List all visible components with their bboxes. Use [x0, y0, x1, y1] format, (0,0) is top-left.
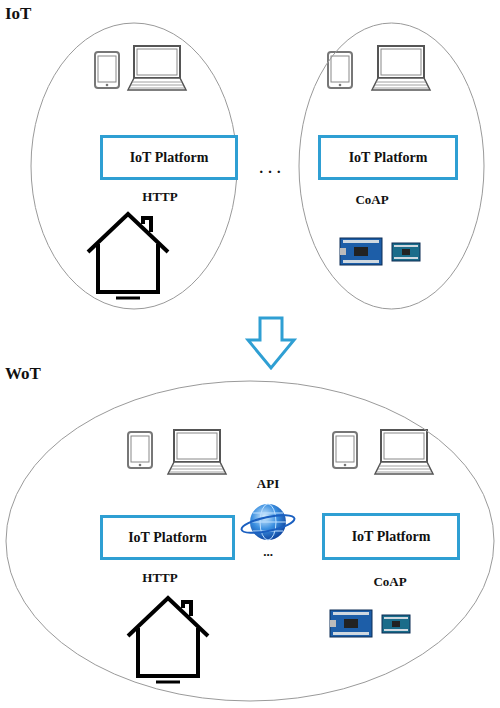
platform-box: IoT Platform	[322, 513, 460, 560]
laptop-icon	[168, 430, 226, 474]
board-icon	[330, 610, 410, 637]
network-ellipse: HTTP IoT Platform	[30, 22, 238, 310]
laptop-icon	[128, 46, 186, 90]
board-icon	[340, 238, 420, 265]
house-icon	[88, 214, 168, 298]
platform-label: IoT Platform	[349, 150, 428, 166]
house-icon	[128, 598, 208, 682]
laptop-icon	[372, 46, 430, 90]
platform-box: IoT Platform	[100, 135, 238, 180]
protocol-label: API	[257, 476, 279, 492]
platform-label: IoT Platform	[352, 529, 431, 545]
protocol-label: ...	[263, 544, 273, 560]
tablet-icon	[333, 432, 357, 468]
protocol-label: CoAP	[373, 574, 406, 590]
ellipsis-dots: · · ·	[259, 164, 282, 181]
laptop-icon	[375, 430, 433, 474]
transition-arrow	[248, 318, 294, 368]
platform-box: IoT Platform	[100, 515, 235, 560]
tablet-icon	[128, 432, 152, 468]
section-heading: IoT	[5, 4, 31, 24]
network-ellipse: WoTAPI...HTTPCoAPIoT PlatformIoT Platfor…	[5, 380, 495, 702]
protocol-label: HTTP	[142, 189, 177, 205]
network-ellipse: CoAP IoT Platform	[298, 22, 485, 310]
tablet-icon	[95, 52, 119, 88]
protocol-label: HTTP	[142, 570, 177, 586]
platform-label: IoT Platform	[128, 530, 207, 546]
platform-label: IoT Platform	[130, 150, 209, 166]
globe-icon	[240, 504, 296, 540]
platform-box: IoT Platform	[318, 135, 458, 180]
protocol-label: CoAP	[355, 192, 388, 208]
section-heading: WoT	[5, 364, 41, 384]
